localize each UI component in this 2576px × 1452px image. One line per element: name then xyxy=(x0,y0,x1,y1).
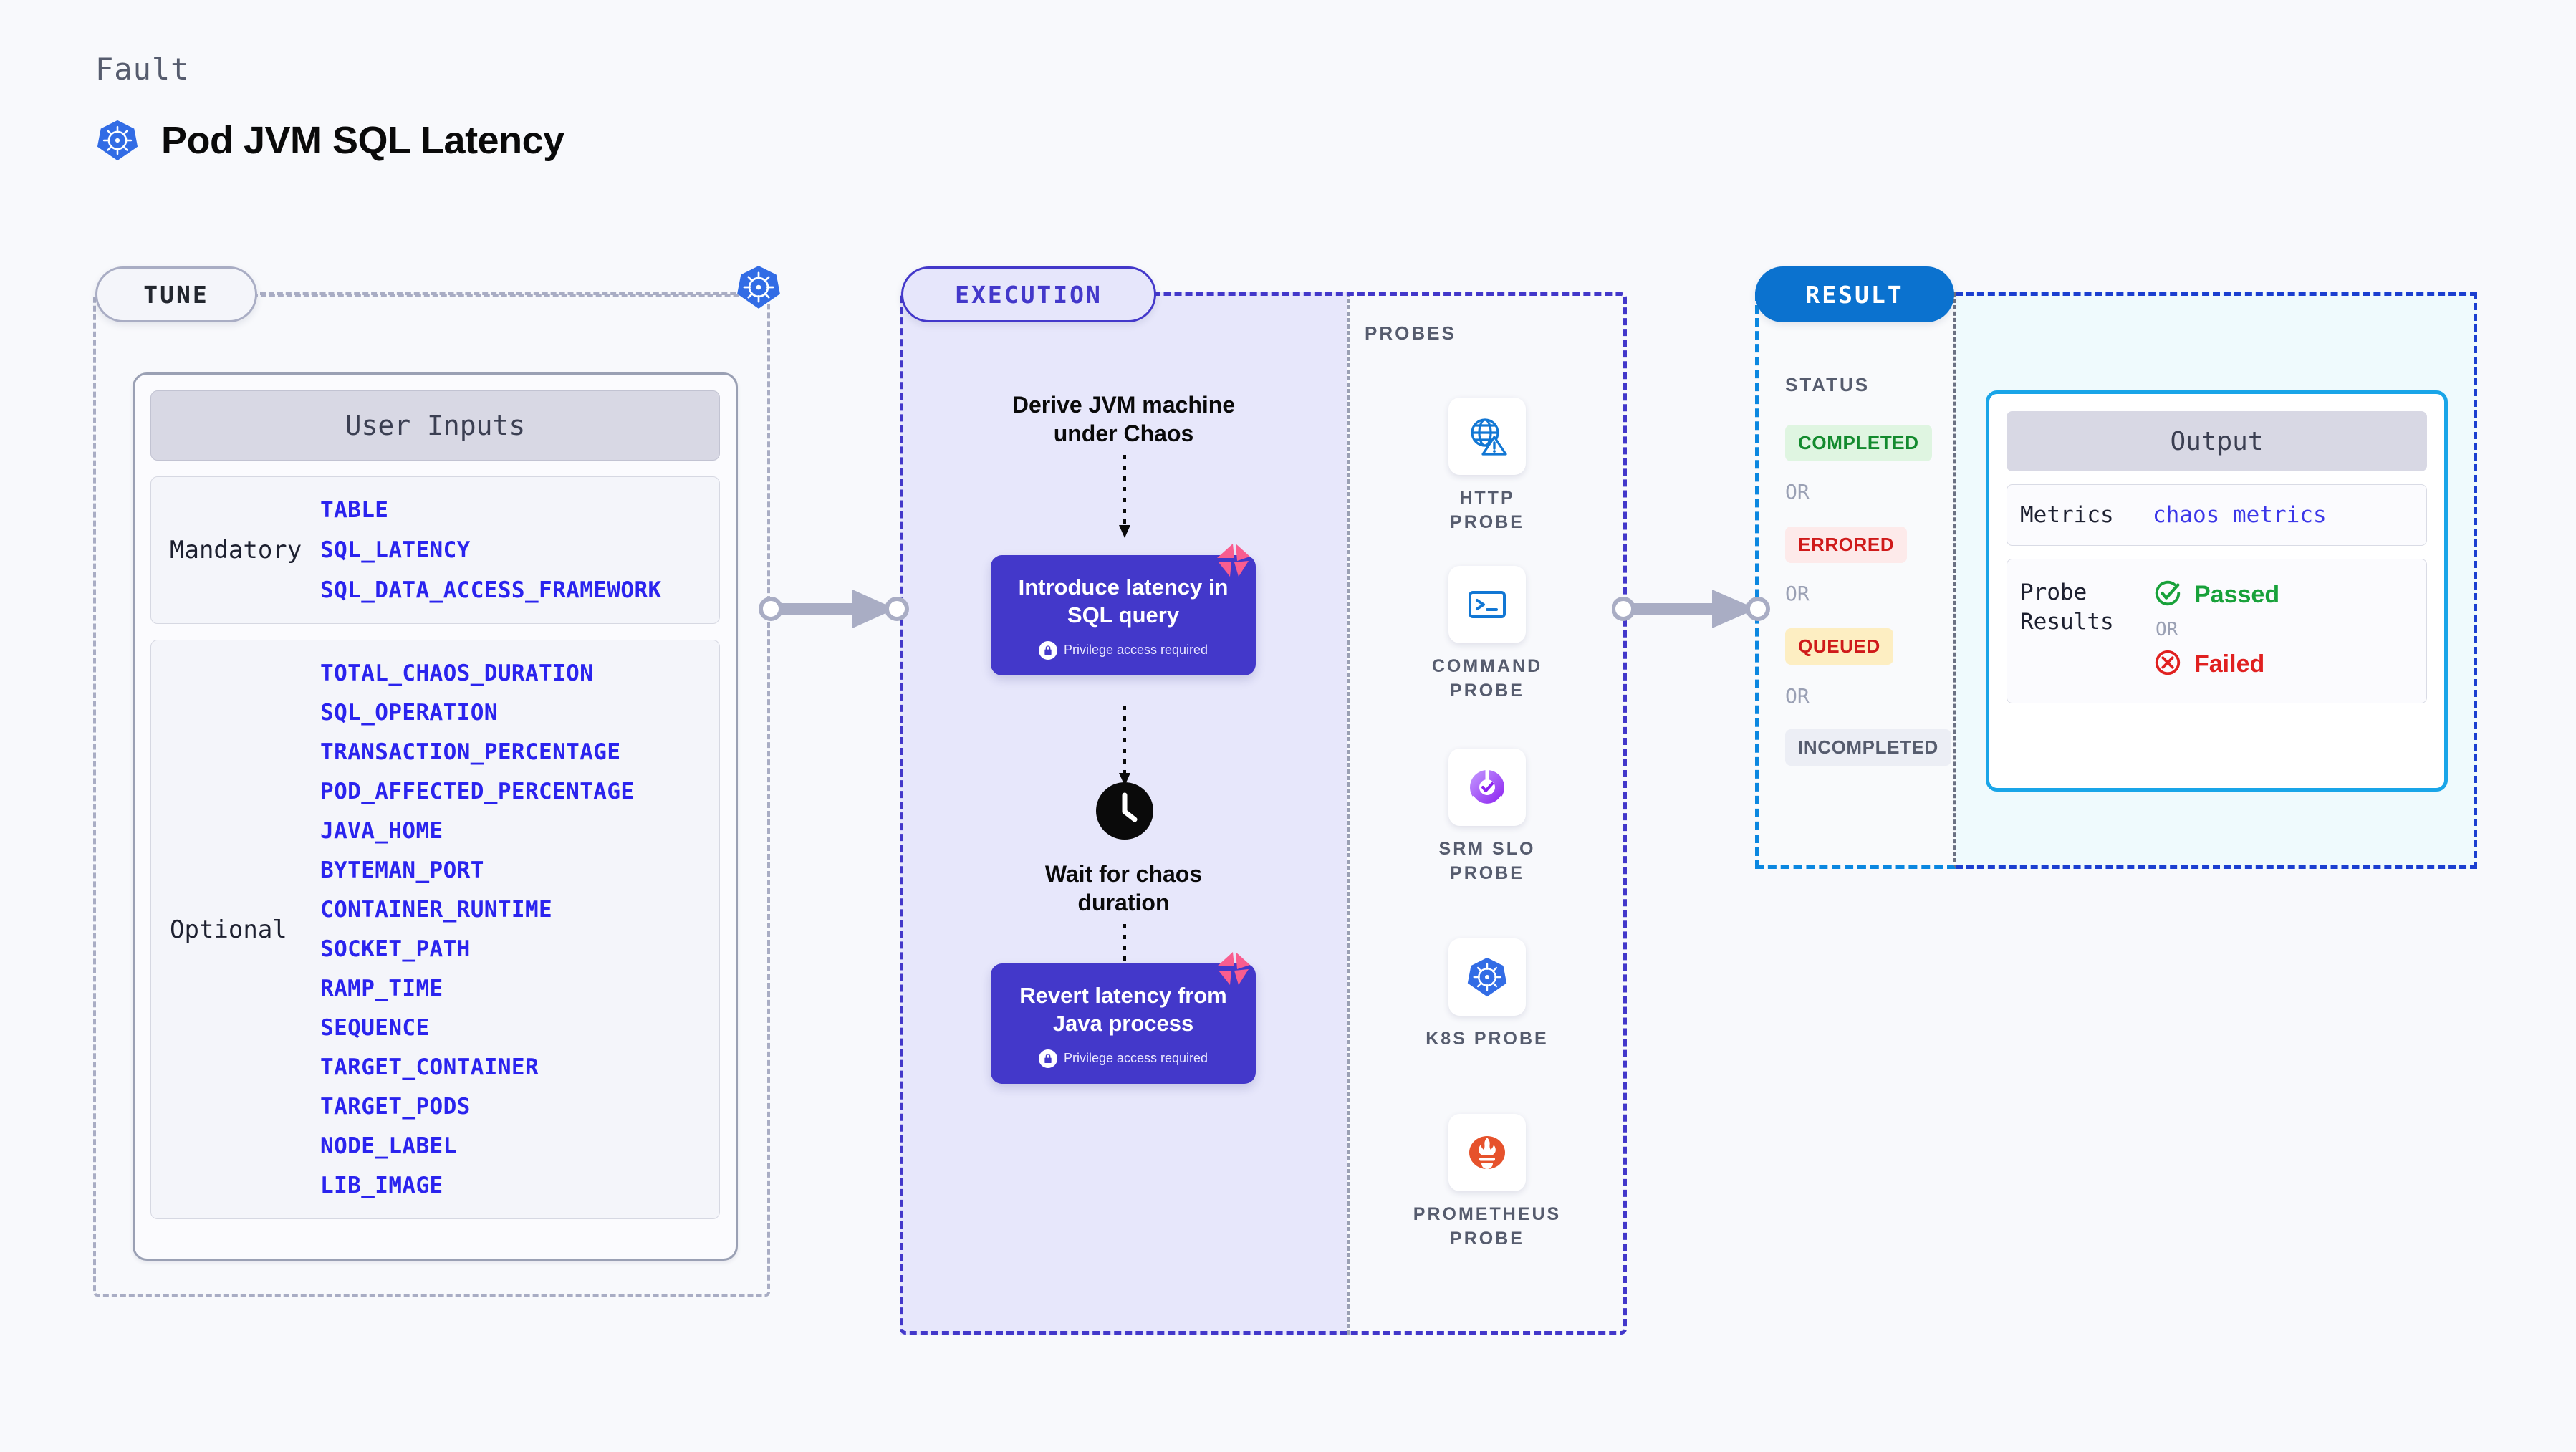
fault-kicker: Fault xyxy=(95,52,190,87)
status-badge-queued: QUEUED xyxy=(1785,628,1893,665)
optional-items: TOTAL_CHAOS_DURATION SQL_OPERATION TRANS… xyxy=(320,660,634,1198)
param-item[interactable]: TABLE xyxy=(320,497,389,523)
mandatory-items: TABLE SQL_LATENCY SQL_DATA_ACCESS_FRAMEW… xyxy=(320,497,662,603)
probe-result-failed: Failed xyxy=(2153,648,2279,681)
user-inputs-title: User Inputs xyxy=(150,390,720,461)
metrics-value[interactable]: chaos metrics xyxy=(2153,502,2327,529)
execution-section xyxy=(900,292,1627,1335)
connector-tune-to-execution xyxy=(759,584,910,638)
probe-results-separator: OR xyxy=(2156,619,2178,641)
litmus-chaos-icon xyxy=(1213,949,1253,993)
lock-icon xyxy=(1038,640,1057,660)
param-item[interactable]: CONTAINER_RUNTIME xyxy=(320,897,553,923)
passed-text: Passed xyxy=(2194,581,2280,609)
probe-result-passed: Passed xyxy=(2153,578,2279,612)
probe-k8s[interactable]: K8S PROBE xyxy=(1426,938,1549,1052)
execution-card-note-text: Privilege access required xyxy=(1063,643,1208,657)
output-title: Output xyxy=(2007,411,2427,471)
probe-http[interactable]: HTTP PROBE xyxy=(1426,398,1549,535)
param-item[interactable]: POD_AFFECTED_PERCENTAGE xyxy=(320,779,635,804)
param-item[interactable]: BYTEMAN_PORT xyxy=(320,857,484,883)
param-item[interactable]: TARGET_PODS xyxy=(320,1094,471,1120)
param-item[interactable]: SEQUENCE xyxy=(320,1015,430,1041)
status-separator: OR xyxy=(1785,480,1810,504)
execution-card-note: Privilege access required xyxy=(1005,1049,1241,1068)
result-pill[interactable]: RESULT xyxy=(1755,266,1954,322)
status-separator: OR xyxy=(1785,582,1810,605)
param-item[interactable]: SQL_LATENCY xyxy=(320,537,471,563)
param-item[interactable]: JAVA_HOME xyxy=(320,818,443,844)
group-label-mandatory: Mandatory xyxy=(170,536,302,564)
user-inputs-group-mandatory: Mandatory TABLE SQL_LATENCY SQL_DATA_ACC… xyxy=(150,476,720,624)
execution-pill[interactable]: EXECUTION xyxy=(901,266,1156,322)
param-item[interactable]: NODE_LABEL xyxy=(320,1133,457,1159)
param-item[interactable]: TARGET_CONTAINER xyxy=(320,1054,539,1080)
prometheus-icon xyxy=(1448,1114,1526,1191)
param-item[interactable]: SOCKET_PATH xyxy=(320,936,471,962)
user-inputs-card: User Inputs Mandatory TABLE SQL_LATENCY … xyxy=(133,372,738,1261)
connector-execution-to-result xyxy=(1611,584,1773,638)
status-badge-completed: COMPLETED xyxy=(1785,425,1932,461)
param-item[interactable]: TOTAL_CHAOS_DURATION xyxy=(320,660,594,686)
probes-label: PROBES xyxy=(1365,322,1456,344)
status-separator: OR xyxy=(1785,684,1810,708)
failed-text: Failed xyxy=(2194,650,2265,678)
status-label: STATUS xyxy=(1785,374,1870,395)
group-label-optional: Optional xyxy=(170,915,287,944)
srm-slo-icon xyxy=(1448,749,1526,826)
status-badge-incompleted: INCOMPLETED xyxy=(1785,729,1951,766)
param-item[interactable]: SQL_DATA_ACCESS_FRAMEWORK xyxy=(320,577,662,603)
kubernetes-icon xyxy=(95,118,140,163)
output-row-metrics: Metrics chaos metrics xyxy=(2007,484,2427,547)
probe-results-values: Passed OR Failed xyxy=(2153,578,2279,681)
fault-title-row: Pod JVM SQL Latency xyxy=(95,118,564,163)
litmus-chaos-icon xyxy=(1213,541,1253,585)
tune-pill[interactable]: TUNE xyxy=(95,266,257,322)
kubernetes-icon xyxy=(735,264,782,314)
user-inputs-group-optional: Optional TOTAL_CHAOS_DURATION SQL_OPERAT… xyxy=(150,640,720,1219)
check-circle-icon xyxy=(2153,578,2183,612)
result-status-pane xyxy=(1755,292,1956,869)
execution-card-note: Privilege access required xyxy=(1005,640,1241,660)
param-item[interactable]: TRANSACTION_PERCENTAGE xyxy=(320,739,621,765)
probe-label: HTTP PROBE xyxy=(1450,488,1524,532)
tune-section xyxy=(93,294,770,1297)
lock-icon xyxy=(1038,1049,1057,1068)
clock-icon xyxy=(1087,774,1162,852)
metrics-label: Metrics xyxy=(2020,502,2114,528)
flow-arrow-2 xyxy=(1110,706,1139,792)
probe-label: K8S PROBE xyxy=(1426,1029,1549,1049)
execution-card-note-text: Privilege access required xyxy=(1063,1051,1208,1065)
kubernetes-icon xyxy=(1448,938,1526,1016)
param-item[interactable]: LIB_IMAGE xyxy=(320,1173,443,1198)
param-item[interactable]: RAMP_TIME xyxy=(320,976,443,1001)
terminal-icon xyxy=(1448,566,1526,643)
status-badge-errored: ERRORED xyxy=(1785,527,1908,563)
x-circle-icon xyxy=(2153,648,2183,681)
page-title: Pod JVM SQL Latency xyxy=(161,119,564,162)
param-item[interactable]: SQL_OPERATION xyxy=(320,700,498,726)
globe-warning-icon xyxy=(1448,398,1526,475)
flow-arrow-1 xyxy=(1110,455,1139,544)
